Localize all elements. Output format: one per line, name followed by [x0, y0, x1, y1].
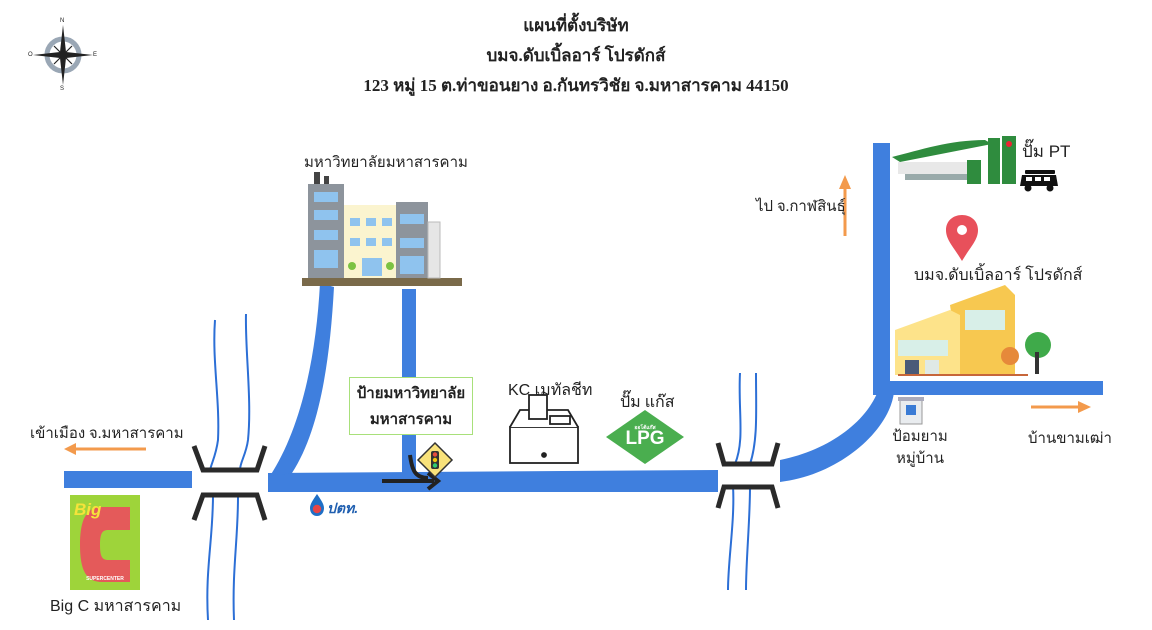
- lpg-station-label: ปั๊ม แก๊ส: [620, 394, 675, 411]
- guard-house-label: ป้อมยาม หมู่บ้าน: [888, 426, 952, 470]
- lpg-logo-icon: [606, 410, 684, 464]
- compass-rose-icon: [33, 25, 93, 85]
- road-east-curve: [780, 385, 894, 482]
- bridge-left: [191, 445, 268, 521]
- bigc-logo-bottom-text: SUPERCENTER: [86, 576, 124, 582]
- company-address: 123 หมู่ 15 ต.ท่าขอนยาง อ.กันทรวิชัย จ.ม…: [363, 76, 789, 95]
- bus-stop-line2: มหาสารคาม: [369, 412, 453, 428]
- road-main: [268, 470, 718, 492]
- cash-register-icon: [509, 394, 579, 464]
- arrow-to-city: [64, 443, 146, 455]
- location-pin-icon: [946, 215, 978, 261]
- bridge-right: [715, 442, 781, 509]
- university-building-icon: [302, 172, 462, 286]
- arrow-to-kalasin: [839, 175, 851, 236]
- compass-south-label: S: [60, 86, 65, 92]
- guard-house-line1: ป้อมยาม: [892, 429, 948, 445]
- kc-metal-label: KC เมทัลชีท: [508, 382, 593, 399]
- river-right: [727, 372, 758, 591]
- traffic-light-icon: [416, 441, 454, 479]
- lpg-logo-text: LPG: [625, 428, 665, 449]
- road-left-segment: [64, 471, 192, 488]
- company-building-icon: [895, 285, 1051, 376]
- van-icon: [1020, 170, 1058, 192]
- pt-station-label: ปั๊ม PT: [1022, 142, 1071, 161]
- compass-west-label: O: [28, 52, 33, 58]
- ptt-logo-text: ปตท.: [327, 500, 359, 516]
- lpg-logo-small-text: ออโต้แก๊ส: [634, 425, 656, 431]
- road-north-vertical: [873, 143, 890, 393]
- guard-house-icon: [898, 397, 924, 425]
- company-location-label: บมจ.ดับเบิ้ลอาร์ โปรดักส์: [914, 267, 1083, 284]
- road-university-curve: [270, 283, 334, 476]
- compass-north-label: N: [60, 18, 65, 24]
- turn-arrow-icon: [382, 454, 442, 491]
- bigc-logo-icon: [70, 495, 140, 590]
- to-kalasin-label: ไป จ.กาฬสินธุ์: [756, 199, 846, 215]
- bigc-label: Big C มหาสารคาม: [50, 598, 182, 615]
- to-city-label: เข้าเมือง จ.มหาสารคาม: [30, 426, 184, 442]
- university-label: มหาวิทยาลัยมหาสารคาม: [304, 154, 468, 171]
- to-bankhammao-label: บ้านขามเฒ่า: [1028, 431, 1112, 447]
- compass-east-label: E: [93, 52, 98, 58]
- bigc-logo-top-text: Big: [74, 500, 102, 519]
- bus-stop-sign: ป้ายมหาวิทยาลัย มหาสารคาม: [349, 377, 473, 435]
- page-title: แผนที่ตั้งบริษัท: [523, 16, 629, 35]
- guard-house-line2: หมู่บ้าน: [896, 451, 944, 467]
- road-east-horizontal: [873, 381, 1103, 395]
- ptt-logo-icon: [310, 494, 324, 516]
- bus-stop-line1: ป้ายมหาวิทยาลัย: [356, 386, 466, 402]
- gas-station-icon: [892, 136, 1016, 184]
- arrow-to-bankhammao: [1031, 401, 1091, 413]
- river-left: [206, 313, 251, 621]
- company-name: บมจ.ดับเบิ้ลอาร์ โปรดักส์: [486, 46, 666, 65]
